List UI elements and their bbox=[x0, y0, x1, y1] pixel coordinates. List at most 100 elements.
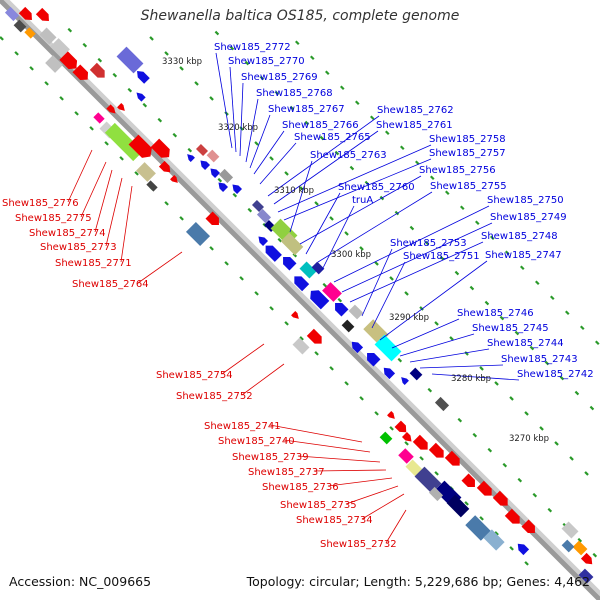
gene-arrow bbox=[187, 154, 195, 162]
gene-arrow bbox=[283, 257, 297, 271]
scale-tick bbox=[499, 315, 505, 321]
label-leader-line bbox=[249, 114, 271, 169]
scale-tick bbox=[322, 282, 328, 288]
scale-tick bbox=[520, 265, 525, 270]
gene-arrow bbox=[200, 160, 211, 171]
scale-tick bbox=[479, 516, 484, 521]
label-leader-line bbox=[327, 477, 393, 487]
gene-arrow bbox=[374, 334, 402, 362]
scale-tick bbox=[329, 366, 334, 371]
scale-tick bbox=[404, 291, 409, 296]
scale-tick bbox=[580, 325, 585, 330]
scale-tick bbox=[439, 255, 445, 261]
scale-tick bbox=[565, 310, 570, 315]
gene-feature bbox=[232, 184, 243, 195]
forward-gene-label: Shew185_2768 bbox=[256, 88, 333, 99]
gene-arrow bbox=[117, 103, 125, 111]
scale-tick bbox=[494, 381, 499, 386]
gene-feature bbox=[170, 175, 178, 183]
label-leader-line bbox=[391, 318, 460, 349]
forward-gene-label: Shew185_2753 bbox=[390, 238, 467, 249]
scale-tick bbox=[224, 261, 229, 266]
scale-tick bbox=[239, 126, 244, 131]
gene-feature bbox=[578, 568, 594, 584]
gene-feature bbox=[561, 539, 575, 553]
scale-tick bbox=[74, 111, 79, 116]
gene-feature bbox=[428, 486, 444, 502]
kbp-scale-label: 3270 kbp bbox=[509, 434, 549, 444]
scale-tick bbox=[404, 441, 409, 446]
gene-feature bbox=[206, 149, 220, 163]
gene-arrow bbox=[59, 51, 78, 70]
reverse-gene-label: Shew185_2771 bbox=[55, 258, 132, 269]
gene-feature bbox=[4, 6, 20, 22]
scale-tick bbox=[400, 145, 405, 150]
gene-feature bbox=[311, 261, 325, 275]
scale-tick bbox=[434, 321, 439, 326]
gene-arrow bbox=[492, 490, 508, 506]
gene-feature bbox=[387, 411, 395, 419]
gene-arrow bbox=[434, 396, 450, 412]
label-leader-line bbox=[229, 66, 237, 153]
gene-feature bbox=[13, 19, 27, 33]
gene-arrow bbox=[136, 162, 156, 182]
label-leader-line bbox=[341, 222, 493, 293]
gene-arrow bbox=[580, 552, 593, 565]
scale-tick bbox=[269, 306, 274, 311]
scale-tick bbox=[484, 300, 490, 306]
gene-feature bbox=[39, 27, 57, 45]
label-leader-line bbox=[305, 192, 341, 255]
scale-tick bbox=[164, 51, 169, 56]
label-leader-line bbox=[399, 333, 475, 357]
gene-feature bbox=[341, 319, 355, 333]
gene-arrow bbox=[256, 208, 272, 224]
scale-tick bbox=[314, 201, 319, 206]
gene-feature bbox=[50, 38, 70, 58]
gene-feature bbox=[461, 473, 475, 487]
label-leader-line bbox=[431, 373, 520, 381]
gene-feature bbox=[517, 543, 530, 556]
scale-tick bbox=[179, 66, 184, 71]
gene-arrow bbox=[401, 431, 412, 442]
label-leader-line bbox=[80, 161, 107, 218]
scale-tick bbox=[142, 102, 148, 108]
gene-arrow bbox=[341, 319, 355, 333]
gene-feature bbox=[35, 7, 49, 21]
scale-tick bbox=[524, 561, 529, 566]
scale-tick bbox=[460, 205, 465, 210]
reverse-gene-label: Shew185_2776 bbox=[2, 198, 79, 209]
scale-tick bbox=[364, 180, 370, 186]
gene-arrow bbox=[50, 38, 70, 58]
gene-arrow bbox=[521, 519, 535, 533]
scale-tick bbox=[344, 381, 349, 386]
scale-tick bbox=[550, 295, 555, 300]
gene-arrow bbox=[232, 184, 243, 195]
scale-tick bbox=[194, 81, 199, 86]
gene-arrow bbox=[205, 211, 219, 225]
forward-gene-label: Shew185_2758 bbox=[429, 134, 506, 145]
gene-feature bbox=[265, 245, 282, 262]
forward-gene-label: Shew185_2772 bbox=[214, 42, 291, 53]
scale-tick bbox=[329, 216, 334, 221]
scale-tick bbox=[187, 147, 193, 153]
gene-feature bbox=[335, 303, 349, 317]
gene-feature bbox=[412, 434, 428, 450]
gene-feature bbox=[465, 515, 491, 541]
label-leader-line bbox=[419, 364, 504, 369]
gene-arrow bbox=[24, 27, 36, 39]
gene-arrow bbox=[104, 122, 144, 162]
gene-arrow bbox=[170, 175, 178, 183]
scale-tick bbox=[284, 321, 289, 326]
gene-arrow bbox=[504, 508, 520, 524]
reverse-gene-label: Shew185_2737 bbox=[248, 467, 325, 478]
gene-arrow bbox=[461, 473, 475, 487]
label-leader-line bbox=[94, 169, 113, 233]
scale-tick bbox=[97, 57, 103, 63]
kbp-scale-label: 3300 kbp bbox=[331, 250, 371, 260]
scale-tick bbox=[389, 276, 394, 281]
scale-tick bbox=[319, 135, 325, 141]
scale-tick bbox=[577, 537, 583, 543]
forward-gene-label: Shew185_2770 bbox=[228, 56, 305, 67]
gene-feature bbox=[401, 377, 409, 385]
